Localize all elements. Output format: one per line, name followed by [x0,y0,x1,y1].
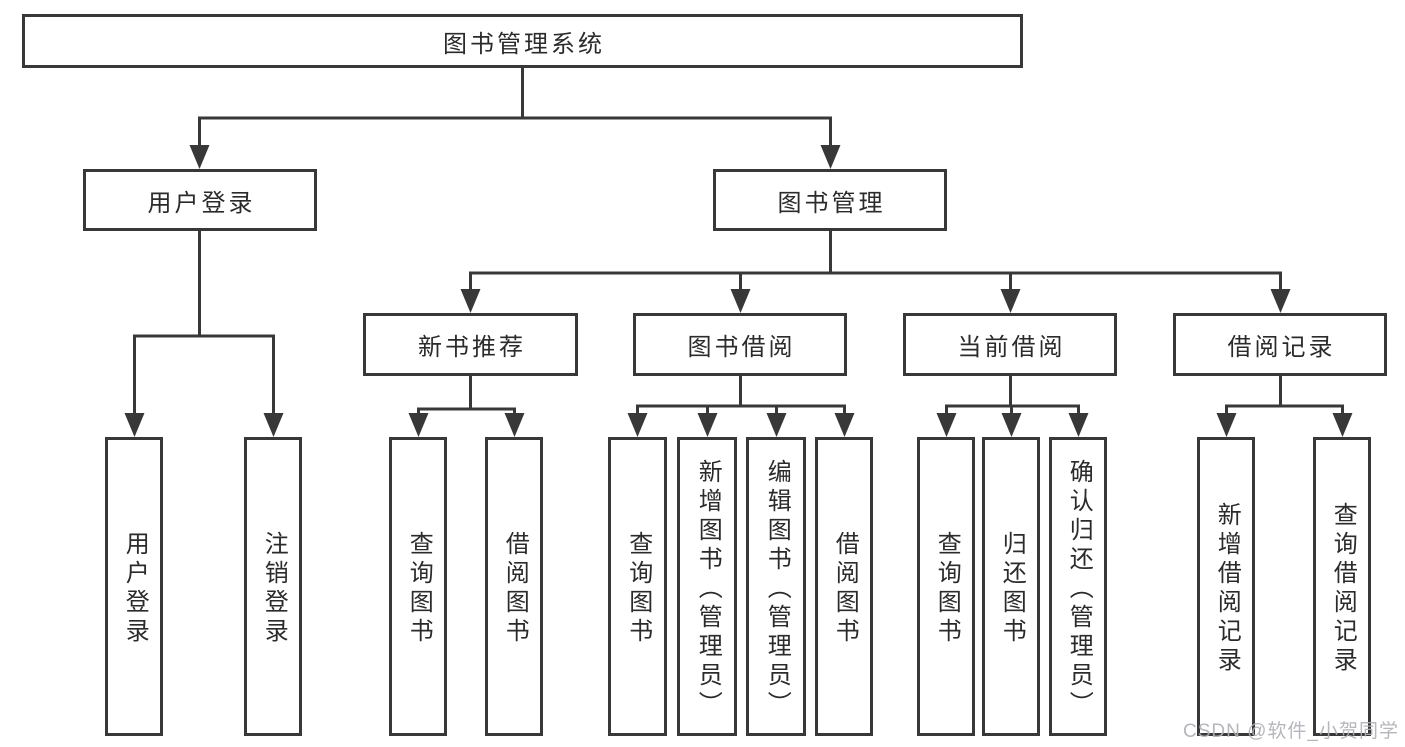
node-current-borrowing: 当前借阅 [903,313,1117,376]
leaf-add-borrow-record: 新增借阅记录 [1197,437,1255,736]
node-label: 查询图书 [624,531,652,647]
node-label: 查询图书 [405,531,433,647]
leaf-return-books: 归还图书 [982,437,1040,736]
node-label: 用户登录 [121,531,149,647]
leaf-logout: 注销登录 [244,437,302,736]
leaf-borrow-books-2: 借阅图书 [815,437,873,736]
node-label: 查询图书 [933,531,961,647]
node-borrowing-records: 借阅记录 [1173,313,1387,376]
node-new-book-recommend: 新书推荐 [363,313,578,376]
node-label: 图书借阅 [687,334,796,361]
node-label: 借阅记录 [1227,334,1336,361]
leaf-confirm-return-admin: 确认归还（管理员） [1049,437,1107,736]
node-label: 新书推荐 [418,334,526,361]
node-label: 图书管理系统 [443,30,605,58]
node-label: 注销登录 [260,531,288,647]
node-library-management-system: 图书管理系统 [22,14,1023,68]
node-label: 编辑图书（管理员） [763,458,791,720]
csdn-watermark: CSDN @软件_小贺同学 [1183,721,1399,742]
node-label: 图书管理 [777,189,886,217]
node-label: 用户登录 [147,189,256,217]
node-label: 新增图书（管理员） [694,458,722,720]
leaf-add-books-admin: 新增图书（管理员） [677,437,737,736]
node-label: 借阅图书 [831,531,859,647]
node-label: 查询借阅记录 [1329,502,1357,676]
leaf-edit-books-admin: 编辑图书（管理员） [746,437,806,736]
node-label: 借阅图书 [501,531,529,647]
node-user-login: 用户登录 [83,169,317,231]
node-label: 当前借阅 [957,334,1066,361]
leaf-borrow-books-1: 借阅图书 [485,437,543,736]
leaf-query-books-1: 查询图书 [389,437,447,736]
node-label: 新增借阅记录 [1213,502,1241,676]
node-book-management: 图书管理 [713,169,947,231]
leaf-user-login: 用户登录 [105,437,163,736]
node-book-borrowing: 图书借阅 [633,313,847,376]
node-label: 归还图书 [998,531,1026,647]
leaf-query-books-2: 查询图书 [608,437,667,736]
leaf-query-books-3: 查询图书 [917,437,975,736]
leaf-query-borrow-record: 查询借阅记录 [1313,437,1371,736]
node-label: 确认归还（管理员） [1065,458,1093,720]
